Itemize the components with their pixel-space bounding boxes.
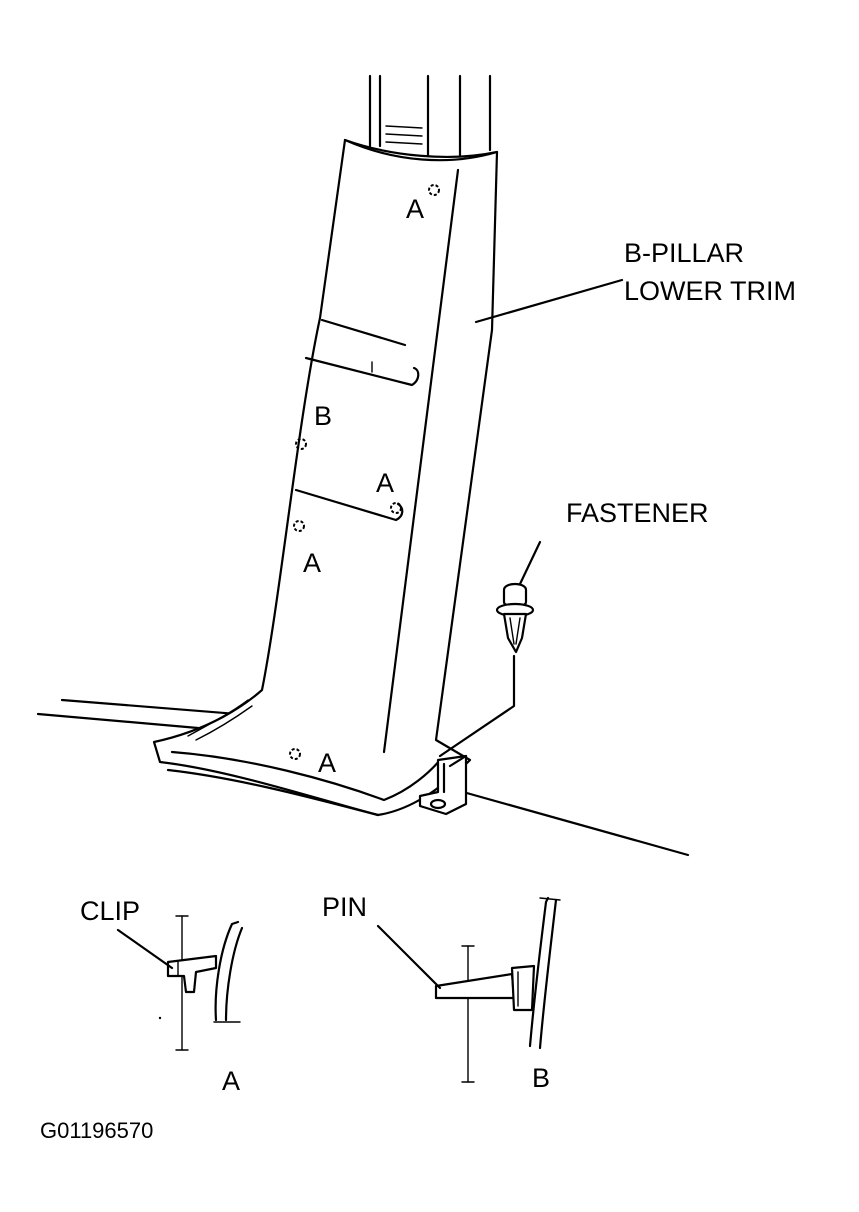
upper-pillar-posts (368, 74, 492, 162)
detail-a-label: A (222, 1066, 240, 1096)
attachment-label-lower-left: A (303, 548, 321, 578)
fastener-install-line (438, 654, 516, 758)
detail-a-clip (158, 915, 244, 1051)
attachment-label-top: A (406, 194, 424, 224)
clip-leader-line (116, 928, 174, 970)
b-pillar-label-line1: B-PILLAR (624, 238, 744, 268)
fastener-leader-line (518, 540, 542, 586)
detail-b-label: B (532, 1063, 550, 1093)
attachment-label-mid-left: B (314, 401, 332, 431)
attachment-marker-mid-right (390, 502, 402, 514)
attachment-marker-mid-left (295, 438, 307, 450)
attachment-marker-lower-left (293, 520, 305, 532)
fastener-label: FASTENER (566, 498, 709, 528)
b-pillar-leader-line (474, 278, 624, 324)
figure-id: G01196570 (40, 1118, 153, 1143)
attachment-label-mid-right: A (376, 468, 394, 498)
pin-label: PIN (322, 892, 367, 922)
b-pillar-label-line2: LOWER TRIM (624, 276, 796, 306)
attachment-markers (289, 184, 440, 760)
mounting-bracket (418, 754, 468, 816)
detail-b-pin (434, 896, 561, 1083)
clip-label: CLIP (80, 896, 140, 926)
attachment-marker-bottom (289, 748, 301, 760)
b-pillar-lower-trim (152, 138, 499, 817)
attachment-label-bottom: A (318, 748, 336, 778)
attachment-marker-top (428, 184, 440, 196)
fastener-part (495, 582, 535, 654)
pin-leader-line (376, 924, 442, 990)
